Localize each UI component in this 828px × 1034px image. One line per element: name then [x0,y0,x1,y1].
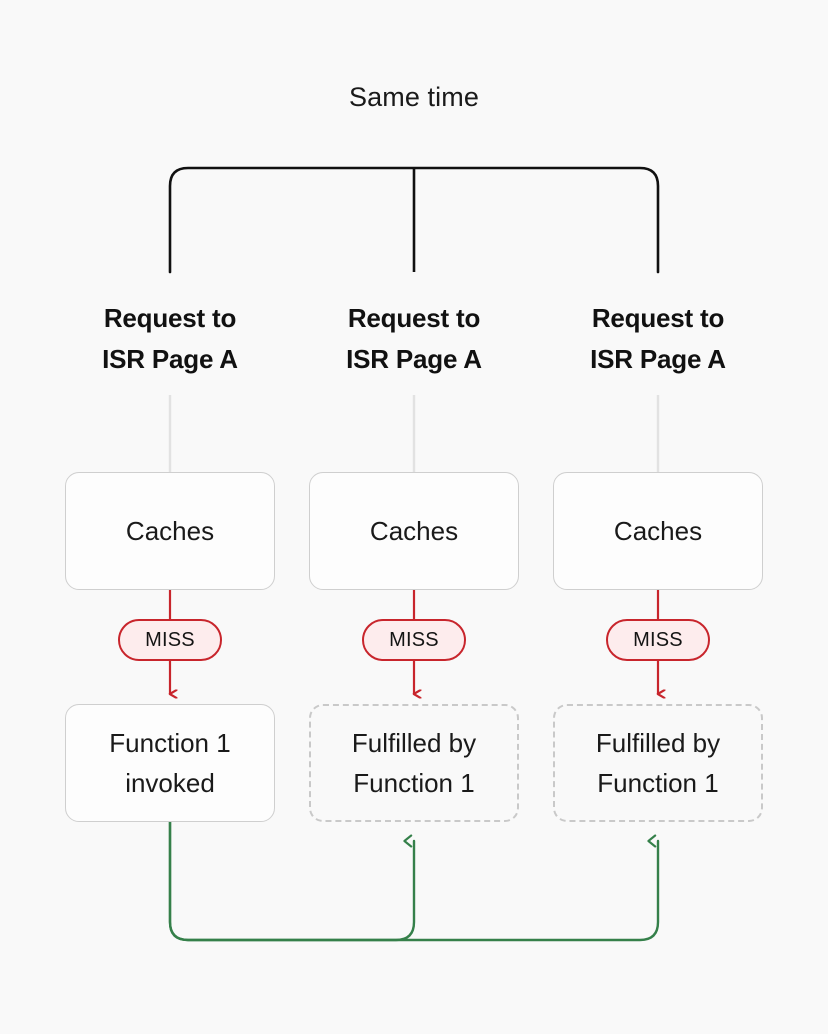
caches-label-3: Caches [613,516,703,546]
miss-badge-3[interactable]: MISS [606,619,710,661]
caches-label-2: Caches [369,516,459,546]
column-heading-2: Request to ISR Page A [306,298,522,380]
caches-box-2[interactable]: Caches [309,472,519,590]
miss-badge-label-3: MISS [633,628,683,651]
bracket-outline [168,166,660,274]
diagram-caption: Same time [349,82,479,112]
result-box-1-line2: invoked [125,768,215,798]
result-box-3-line1: Fulfilled by [595,728,721,758]
column-heading-3-line1: Request to [591,303,725,333]
result-box-1-line1: Function 1 [109,728,231,758]
caches-box-1[interactable]: Caches [65,472,275,590]
result-box-2[interactable]: Fulfilled by Function 1 [309,704,519,822]
result-box-3-line2: Function 1 [597,768,719,798]
arrow-function-to-fulfilled-3 [168,820,660,942]
column-heading-1-line2: ISR Page A [102,344,238,374]
miss-badge-label-1: MISS [145,628,195,651]
arrow-function-to-fulfilled-2 [168,820,416,942]
miss-badge-1[interactable]: MISS [118,619,222,661]
result-box-2-line1: Fulfilled by [351,728,477,758]
column-heading-2-line2: ISR Page A [346,344,482,374]
result-box-2-line2: Function 1 [353,768,475,798]
caches-box-3[interactable]: Caches [553,472,763,590]
result-box-3[interactable]: Fulfilled by Function 1 [553,704,763,822]
caches-label-1: Caches [125,516,215,546]
result-box-1[interactable]: Function 1 invoked [65,704,275,822]
column-heading-1: Request to ISR Page A [62,298,278,380]
miss-badge-label-2: MISS [389,628,439,651]
column-heading-3-line2: ISR Page A [590,344,726,374]
column-heading-3: Request to ISR Page A [550,298,766,380]
column-heading-1-line1: Request to [103,303,237,333]
miss-badge-2[interactable]: MISS [362,619,466,661]
column-heading-2-line1: Request to [347,303,481,333]
